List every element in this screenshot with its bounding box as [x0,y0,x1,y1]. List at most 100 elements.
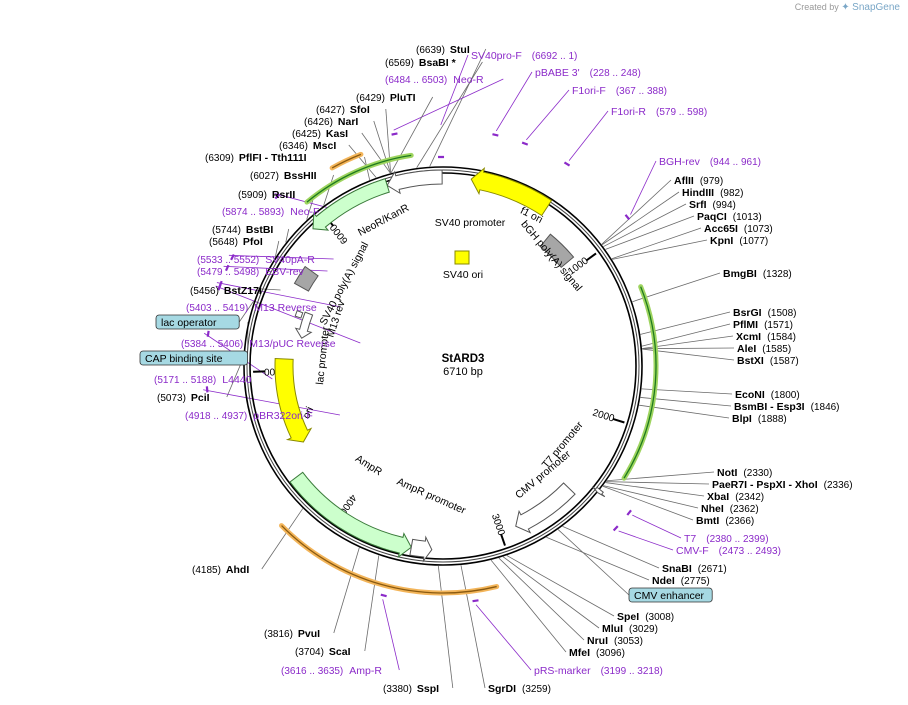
label-pos: (2342) [735,492,764,503]
primer-mark [612,525,619,532]
enzyme-label-ndei: NdeI(2775) [652,575,710,587]
feature-label: NeoR/KanR [356,202,411,239]
leader-line [490,559,567,653]
leader-line [429,48,487,167]
enzyme-label-bmti: BmtI(2366) [696,515,754,527]
label-text: (6426)NarI [304,116,358,128]
enzyme-label-bsmbi-esp3i: BsmBI - Esp3I (1846) [734,401,840,413]
label-text: BmtI(2366) [696,515,754,527]
label-text: (3380)SspI [383,683,439,695]
box-text: CMV enhancer [634,590,705,602]
primer-label-neo-r: (6484 .. 6503)Neo-R [385,74,484,86]
leader-line [364,555,380,652]
label-pos: (6639) [416,45,445,56]
leader-line [498,557,585,641]
primer-label-bgh-rev: BGH-rev(944 .. 961) [659,156,761,168]
primer-mark [217,284,222,291]
plasmid-backbone [243,166,643,566]
enzyme-label-rsrii: (5909)RsrII [238,189,295,201]
label-name: StuI [450,44,470,56]
snapgene-credit: Created by ✦ SnapGene [795,2,900,13]
label-text: pRS-marker(3199 .. 3218) [534,665,663,677]
label-name: PaeR7I - PspXI - XhoI [712,479,818,491]
feature-t7-promoter [591,486,606,498]
label-text: SnaBI(2671) [662,563,727,575]
primer-mark [206,330,210,337]
label-pos: (1328) [763,269,792,280]
enzyme-label-bsshii: (6027)BssHII [250,170,317,182]
label-text: (5403 .. 5419) M13 Reverse [186,302,317,314]
label-text: XbaI(2342) [707,491,764,503]
feature-lac-promoter [294,311,314,339]
label-text: (6346)MscI [279,140,336,152]
label-text: BGH-rev(944 .. 961) [659,156,761,168]
label-pos: (6425) [292,129,321,140]
label-name: AhdI [226,564,249,576]
enzyme-label-xbai: XbaI(2342) [707,491,764,503]
feature-box-cap-binding-site: CAP binding site [139,350,248,366]
label-pos: (5456) [190,286,219,297]
label-text: (5648)PfoI [209,236,263,248]
label-pos: (5533 .. 5552) [197,255,259,266]
enzyme-label-paqci: PaqCI(1013) [697,211,762,223]
feature-sv40-ori [454,250,470,265]
label-text: BsrGI(1508) [733,307,797,319]
enzyme-label-nari: (6426)NarI [304,116,358,128]
label-text: PaqCI(1013) [697,211,762,223]
primer-label-sv40pro-f: SV40pro-F(6692 .. 1) [471,50,577,62]
label-text: HindIII(982) [682,187,743,199]
label-name: NruI [587,635,608,647]
enzyme-label-xcmi: XcmI(1584) [736,331,796,343]
label-name: BstBI [246,224,274,236]
enzyme-label-alei: AleI(1585) [737,343,791,355]
label-name: AleI [737,343,756,355]
label-name: BGH-rev [659,156,701,168]
label-text: BlpI(1888) [732,413,787,425]
plasmid-name: StARD3 [442,353,485,365]
label-pos: (3816) [264,629,293,640]
label-pos: (4918 .. 4937) [185,411,247,422]
label-text: BsmBI - Esp3I (1846) [734,401,840,413]
enzyme-label-noti: NotI(2330) [717,467,772,479]
label-name: BsmBI - Esp3I [734,401,805,413]
enzyme-label-econi: EcoNI(1800) [735,389,800,401]
label-name: pBR322ori-F [253,410,313,422]
leader-line [603,203,687,247]
label-pos: (3008) [645,612,674,623]
label-name: F1ori-R [611,106,646,118]
feature-label: AmpR promoter [395,476,468,517]
label-text: MluI(3029) [602,623,658,635]
primer-mark [492,133,499,137]
label-text: NruI(3053) [587,635,643,647]
feature-label: SV40 promoter [435,217,506,229]
label-pos: (2336) [824,480,853,491]
label-pos: (5874 .. 5893) [222,207,284,218]
tick-label-2000: 2000 [591,408,616,425]
enzyme-label-nrui: NruI(3053) [587,635,643,647]
label-name: BstXI [737,355,764,367]
enzyme-label-aflii: AflII(979) [674,175,723,187]
label-name: SrfI [689,199,707,211]
label-name: EcoNI [735,389,765,401]
label-pos: (5403 .. 5419) [186,303,248,314]
label-text: SgrDI(3259) [488,683,551,695]
label-pos: (6309) [205,153,234,164]
leader-line [333,547,360,634]
label-pos: (6692 .. 1) [532,51,578,62]
label-pos: (4185) [192,565,221,576]
primer-markers [205,132,632,603]
leader-line [361,132,391,174]
leader-line [502,556,600,629]
leader-line [606,481,710,485]
tick-2000 [612,417,625,424]
leader-line [216,282,341,308]
feature-sv40-promoter [386,169,443,195]
leader-line [630,160,657,215]
label-name: SV40pA-R [265,254,315,266]
enzyme-label-msci: (6346)MscI [279,140,336,152]
leader-line [274,240,280,258]
label-name: M13 Reverse [254,302,317,314]
label-pos: (1846) [811,402,840,413]
primer-label-pbr322ori-f: (4918 .. 4937) pBR322ori-F [185,410,313,422]
label-pos: (5171 .. 5188) [154,375,216,386]
